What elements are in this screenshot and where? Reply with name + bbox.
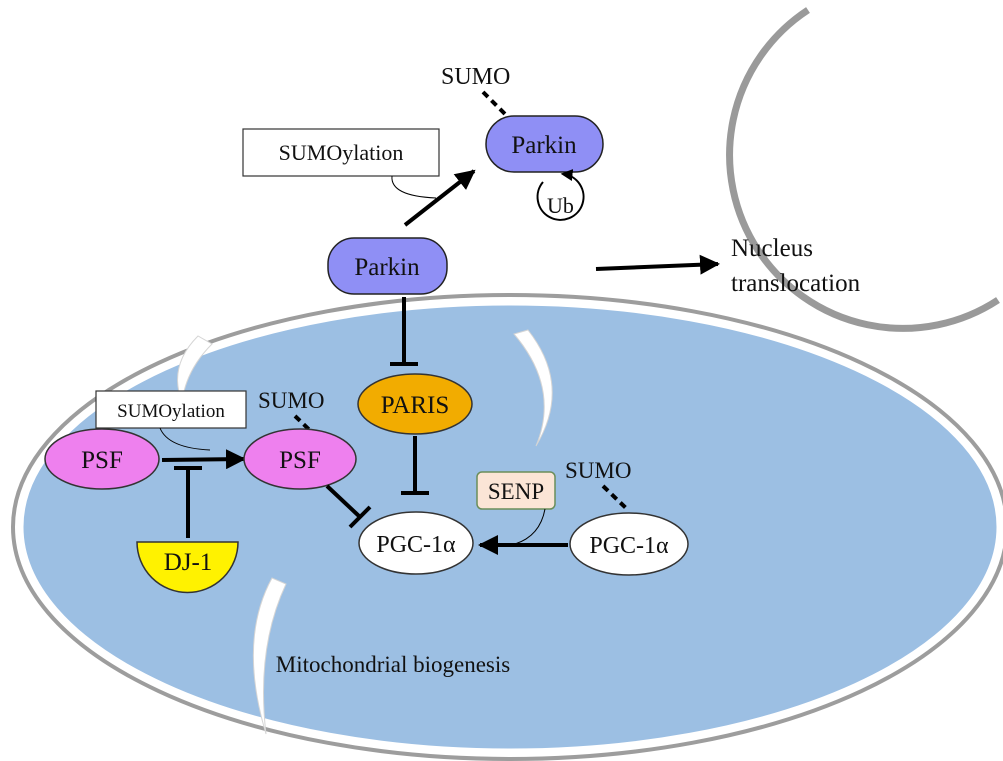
sumo-label-psf: SUMO bbox=[258, 388, 324, 413]
paris-label: PARIS bbox=[381, 392, 450, 419]
parkin-node bbox=[327, 237, 448, 295]
parkin-sumoylated-node bbox=[485, 115, 604, 173]
senp-box bbox=[476, 471, 556, 510]
biogenesis-label: Mitochondrial biogenesis bbox=[276, 652, 510, 677]
arrow-nucleus-translocation bbox=[595, 254, 720, 275]
pgc1a-sumoylated-label: PGC-1α bbox=[589, 533, 669, 559]
psf-node bbox=[44, 428, 160, 490]
dj1-label: DJ-1 bbox=[164, 549, 213, 576]
inhibition-bar-pgc-psf bbox=[348, 505, 372, 529]
sumoylation-connector-psf bbox=[159, 427, 211, 451]
parkin-sumoylated-label: Parkin bbox=[511, 132, 577, 159]
psf-label: PSF bbox=[81, 447, 123, 474]
pgc1a-sumoylated-node bbox=[569, 512, 689, 576]
nucleus-label-line1: Nucleus bbox=[731, 235, 813, 262]
sumo-label-parkin: SUMO bbox=[441, 64, 510, 90]
arrow-psf-sumoylation bbox=[161, 449, 246, 470]
sumoylation-box-top bbox=[242, 128, 440, 177]
pgc1a-label: PGC-1α bbox=[376, 532, 456, 558]
nucleus-envelope bbox=[726, 7, 1000, 332]
mitochondrion bbox=[11, 293, 1003, 761]
sumo-bond-pgc bbox=[601, 484, 630, 512]
arrow-parkin-to-sumoylated bbox=[403, 169, 476, 227]
pgc1a-node bbox=[358, 511, 474, 575]
crista bbox=[252, 577, 287, 735]
paris-node bbox=[357, 373, 473, 435]
senp-label: SENP bbox=[488, 479, 544, 504]
sumo-label-pgc: SUMO bbox=[565, 458, 631, 483]
psf-sumoylated-label: PSF bbox=[279, 447, 321, 474]
sumoylation-box-psf bbox=[95, 390, 247, 429]
sumo-bond-parkin bbox=[481, 90, 509, 118]
inhibition-psf-to-pgc bbox=[325, 484, 362, 519]
sumoylation-connector-top bbox=[391, 175, 437, 199]
parkin-label: Parkin bbox=[354, 254, 420, 281]
sumoylation-label-top: SUMOylation bbox=[279, 140, 404, 165]
ub-label: Ub bbox=[547, 193, 574, 218]
psf-sumoylated-node bbox=[243, 428, 357, 490]
sumoylation-label-psf: SUMOylation bbox=[117, 401, 225, 422]
crista bbox=[513, 329, 553, 447]
nucleus-label-line2: translocation bbox=[731, 270, 861, 297]
senp-connector bbox=[514, 508, 546, 545]
ubiquitination-loop bbox=[536, 169, 585, 221]
dj1-node bbox=[136, 541, 239, 594]
